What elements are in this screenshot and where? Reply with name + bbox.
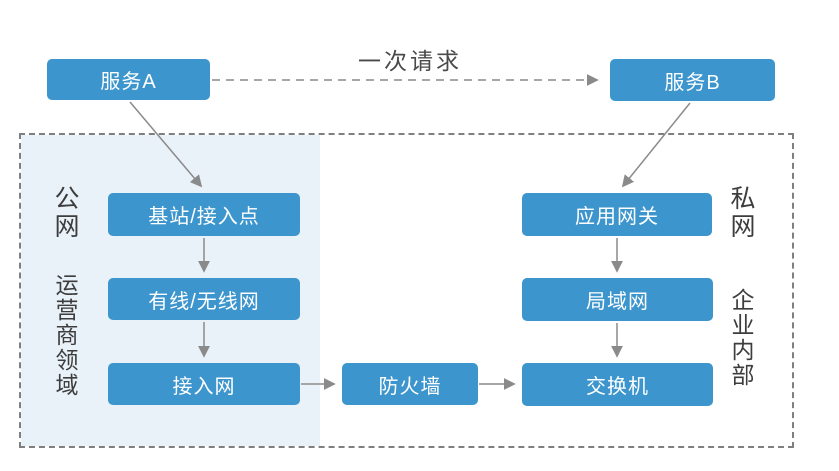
network-boundary-box xyxy=(19,133,794,448)
zone-label-enterprise-internal: 企业内部 xyxy=(728,288,754,388)
node-service-a: 服务A xyxy=(47,59,210,100)
zone-label-private-network: 私网 xyxy=(727,185,755,241)
request-label: 一次请求 xyxy=(358,48,462,74)
node-access-network: 接入网 xyxy=(108,363,300,405)
node-base-station-access-point: 基站/接入点 xyxy=(108,193,300,236)
zone-label-operator-domain: 运营商领域 xyxy=(52,273,78,398)
node-firewall: 防火墙 xyxy=(342,363,478,405)
node-application-gateway: 应用网关 xyxy=(522,193,712,236)
node-lan: 局域网 xyxy=(522,278,713,321)
node-wired-wireless-network: 有线/无线网 xyxy=(108,278,300,320)
node-switch: 交换机 xyxy=(522,363,713,406)
zone-label-public-network: 公网 xyxy=(51,185,79,241)
node-service-b: 服务B xyxy=(610,59,775,101)
